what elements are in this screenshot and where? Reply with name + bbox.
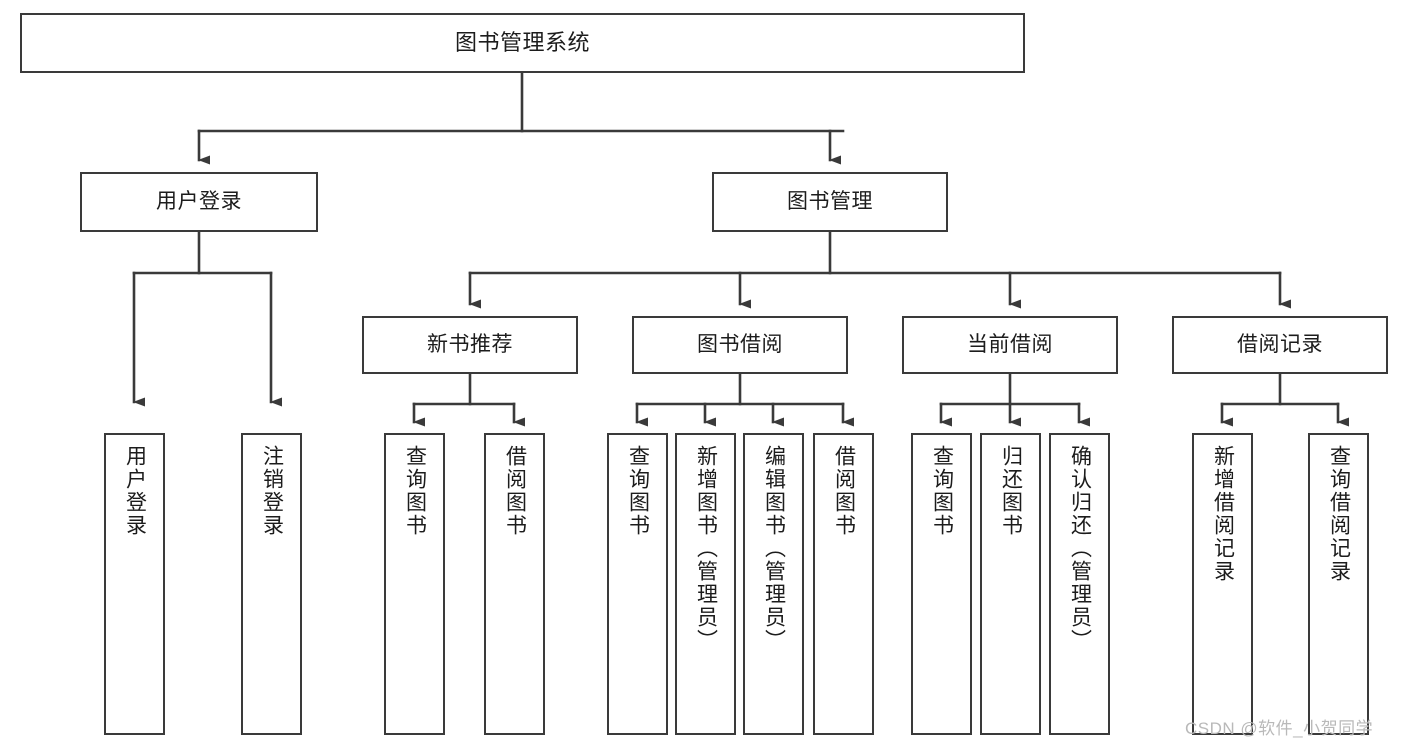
node-book-management[interactable]: 图书管理 <box>712 172 948 232</box>
node-label: 归还图书 <box>999 445 1023 537</box>
csdn-watermark: CSDN @软件_小贺同学 <box>1185 719 1374 738</box>
node-leaf-edit-book-admin[interactable]: 编辑图书（管理员） <box>743 433 804 735</box>
node-label: 图书管理系统 <box>454 30 590 56</box>
node-leaf-query-book-1[interactable]: 查询图书 <box>384 433 445 735</box>
node-leaf-add-borrow-record[interactable]: 新增借阅记录 <box>1192 433 1253 735</box>
node-leaf-user-login[interactable]: 用户登录 <box>104 433 165 735</box>
node-leaf-logout[interactable]: 注销登录 <box>241 433 302 735</box>
node-root-book-management-system[interactable]: 图书管理系统 <box>20 13 1025 73</box>
node-label: 编辑图书（管理员） <box>762 445 786 652</box>
node-leaf-add-book-admin[interactable]: 新增图书（管理员） <box>675 433 736 735</box>
node-borrowing-records[interactable]: 借阅记录 <box>1172 316 1388 374</box>
node-leaf-confirm-return-admin[interactable]: 确认归还（管理员） <box>1049 433 1110 735</box>
node-label: 查询图书 <box>403 445 427 537</box>
node-new-book-recommendation[interactable]: 新书推荐 <box>362 316 578 374</box>
node-leaf-query-book-3[interactable]: 查询图书 <box>911 433 972 735</box>
node-label: 用户登录 <box>156 189 242 213</box>
node-label: 图书借阅 <box>697 332 783 356</box>
node-leaf-return-book[interactable]: 归还图书 <box>980 433 1041 735</box>
node-leaf-borrow-book-2[interactable]: 借阅图书 <box>813 433 874 735</box>
node-label: 借阅图书 <box>832 445 856 537</box>
node-label: 新增借阅记录 <box>1211 445 1235 583</box>
node-leaf-query-borrow-record[interactable]: 查询借阅记录 <box>1308 433 1369 735</box>
node-book-borrowing[interactable]: 图书借阅 <box>632 316 848 374</box>
node-label: 查询借阅记录 <box>1327 445 1351 583</box>
node-current-borrowing[interactable]: 当前借阅 <box>902 316 1118 374</box>
node-label: 查询图书 <box>626 445 650 537</box>
node-user-login[interactable]: 用户登录 <box>80 172 318 232</box>
node-label: 查询图书 <box>930 445 954 537</box>
node-label: 当前借阅 <box>967 332 1053 356</box>
node-label: 新增图书（管理员） <box>694 445 718 652</box>
node-label: 图书管理 <box>787 189 873 213</box>
node-label: 确认归还（管理员） <box>1068 445 1092 652</box>
node-label: 注销登录 <box>260 445 284 537</box>
node-label: 借阅记录 <box>1237 332 1323 356</box>
node-leaf-borrow-book-1[interactable]: 借阅图书 <box>484 433 545 735</box>
node-label: 借阅图书 <box>503 445 527 537</box>
node-leaf-query-book-2[interactable]: 查询图书 <box>607 433 668 735</box>
node-label: 用户登录 <box>123 445 147 537</box>
node-label: 新书推荐 <box>427 332 513 356</box>
